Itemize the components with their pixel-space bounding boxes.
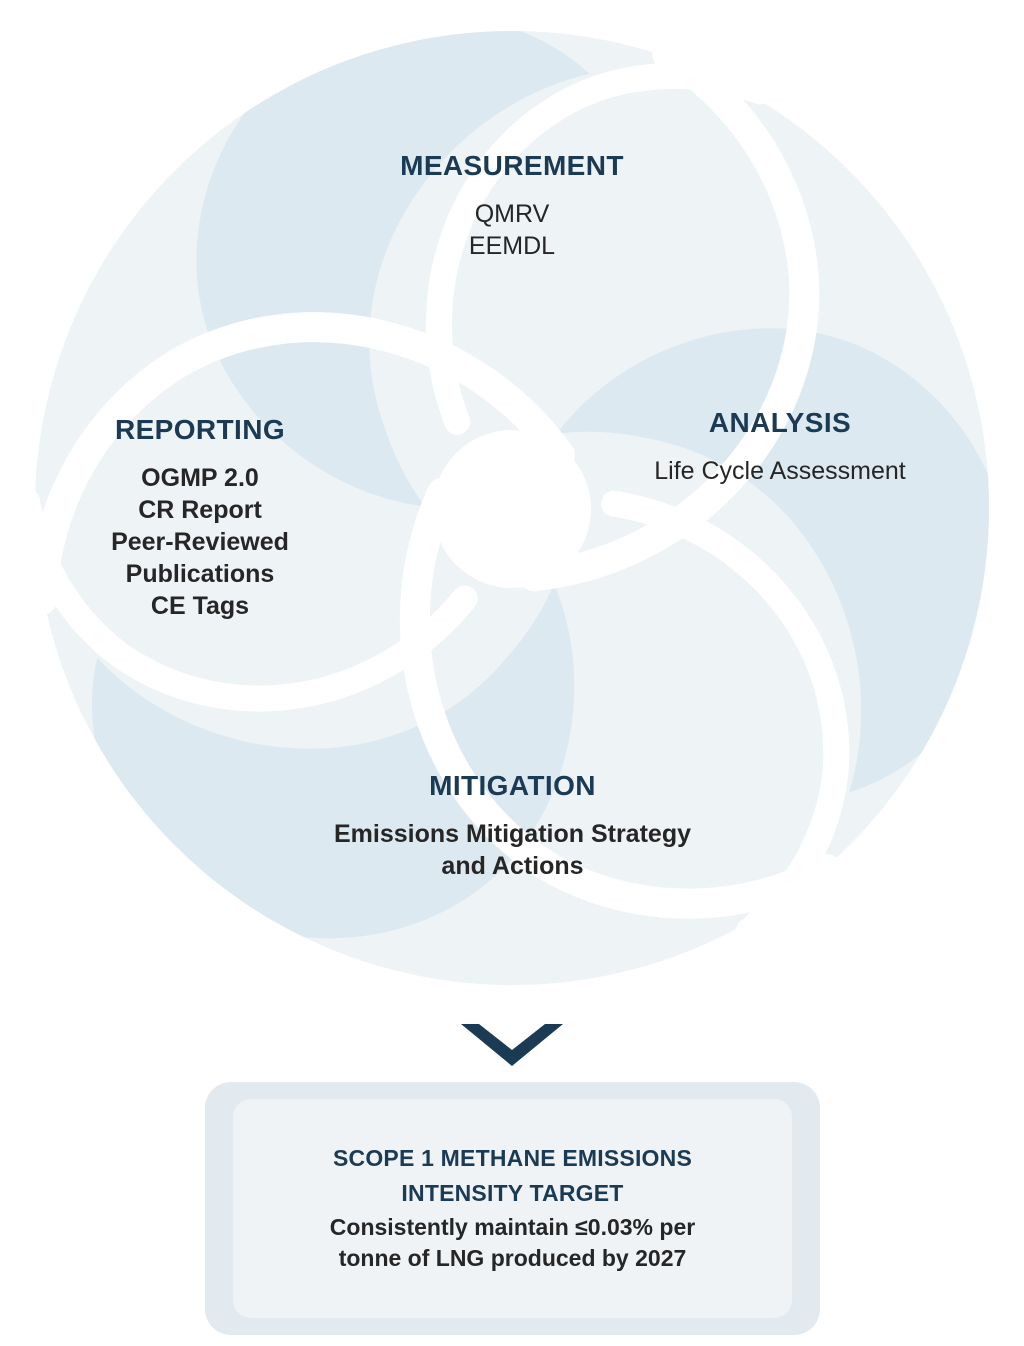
segment-mitigation-title: MITIGATION — [429, 770, 596, 801]
wheel-lobe-group — [92, 31, 989, 939]
segment-measurement-item-1: EEMDL — [468, 231, 556, 260]
wheel-lobe-analysis — [556, 328, 989, 793]
target-card-inner: SCOPE 1 METHANE EMISSIONS INTENSITY TARG… — [233, 1099, 792, 1318]
wheel-center-hub — [433, 430, 591, 588]
segment-reporting-item-1: CR Report — [138, 495, 262, 524]
segment-reporting-item-2: Peer-Reviewed — [111, 527, 289, 556]
segment-mitigation-body-line2: and Actions — [441, 851, 584, 880]
segment-measurement-title: MEASUREMENT — [400, 150, 624, 181]
target-card-outer: SCOPE 1 METHANE EMISSIONS INTENSITY TARG… — [205, 1082, 820, 1335]
segment-mitigation-body-line1: Emissions Mitigation Strategy — [333, 819, 691, 848]
wheel-inner-spiral-gaps — [35, 62, 850, 945]
target-body-line2: tonne of LNG produced by 2027 — [338, 1244, 687, 1271]
segment-measurement: MEASUREMENT QMRV EEMDL — [312, 148, 712, 262]
wheel-separator-arms — [35, 39, 842, 919]
chevron-down-icon — [455, 1014, 569, 1072]
wheel-lobe-mitigation — [196, 31, 590, 507]
segment-analysis-item-0: Life Cycle Assessment — [654, 456, 906, 485]
segment-reporting-item-0: OGMP 2.0 — [141, 463, 259, 492]
segment-mitigation: MITIGATION Emissions Mitigation Strategy… — [265, 768, 760, 882]
segment-reporting-title: REPORTING — [114, 414, 286, 445]
segment-analysis: ANALYSIS Life Cycle Assessment — [580, 405, 980, 487]
segment-measurement-item-0: QMRV — [474, 199, 550, 228]
segment-reporting-item-3: Publications — [125, 559, 275, 588]
target-body-line1: Consistently maintain ≤0.03% per — [329, 1214, 696, 1241]
wheel-lobe-reporting — [92, 583, 575, 939]
segment-analysis-title: ANALYSIS — [708, 407, 852, 438]
cycle-wheel-graphic — [35, 31, 989, 985]
target-title-line1: SCOPE 1 METHANE EMISSIONS — [332, 1145, 692, 1172]
segment-reporting-item-4: CE Tags — [150, 591, 250, 620]
segment-reporting: REPORTING OGMP 2.0 CR Report Peer-Review… — [30, 412, 370, 622]
target-title-line2: INTENSITY TARGET — [401, 1179, 624, 1206]
